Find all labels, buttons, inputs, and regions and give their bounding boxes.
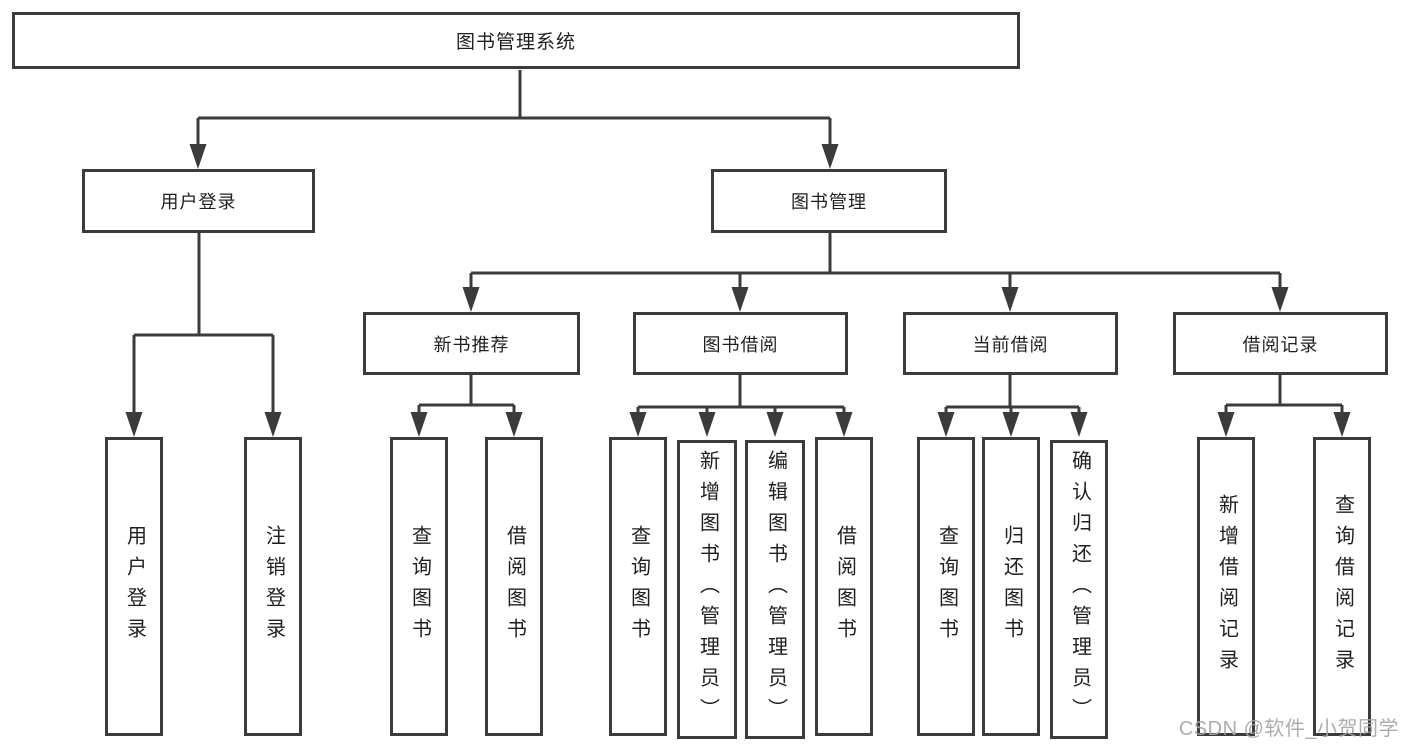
leaf-confirm-return-admin-label: 确认归还（管理员） <box>1068 450 1091 729</box>
node-library-system: 图书管理系统 <box>12 12 1020 69</box>
node-user-login: 用户登录 <box>82 169 315 233</box>
node-user-login-label: 用户登录 <box>160 192 237 212</box>
leaf-query-borrow-record: 查询借阅记录 <box>1313 437 1371 736</box>
node-book-management-label: 图书管理 <box>791 192 867 212</box>
leaf-newbook-borrow-books-label: 借阅图书 <box>503 524 526 649</box>
leaf-edit-books-admin-label: 编辑图书（管理员） <box>764 450 787 729</box>
node-current-borrowing: 当前借阅 <box>903 312 1118 375</box>
csdn-watermark: CSDN @软件_小贺同学 <box>1178 718 1399 740</box>
node-borrowing-records-label: 借阅记录 <box>1242 334 1319 355</box>
node-book-management: 图书管理 <box>711 169 947 233</box>
leaf-add-borrow-record: 新增借阅记录 <box>1197 437 1255 736</box>
node-library-system-label: 图书管理系统 <box>455 32 576 53</box>
leaf-return-books-label: 归还图书 <box>1000 524 1023 649</box>
leaf-borrowing-query-books: 查询图书 <box>609 437 667 736</box>
node-borrowing-records: 借阅记录 <box>1173 312 1388 375</box>
node-book-borrowing: 图书借阅 <box>633 312 848 375</box>
leaf-newbook-query-books-label: 查询图书 <box>408 524 431 649</box>
leaf-add-books-admin-label: 新增图书（管理员） <box>696 450 719 729</box>
leaf-logout-label: 注销登录 <box>262 524 285 649</box>
leaf-borrowing-query-books-label: 查询图书 <box>627 524 650 649</box>
leaf-add-books-admin: 新增图书（管理员） <box>677 440 737 739</box>
node-book-borrowing-label: 图书借阅 <box>702 334 779 355</box>
leaf-newbook-borrow-books: 借阅图书 <box>485 437 543 736</box>
node-new-book-recommend: 新书推荐 <box>363 312 580 375</box>
leaf-current-query-books-label: 查询图书 <box>935 524 958 649</box>
leaf-return-books: 归还图书 <box>982 437 1040 736</box>
leaf-edit-books-admin: 编辑图书（管理员） <box>745 440 805 739</box>
leaf-logout: 注销登录 <box>244 437 302 736</box>
leaf-confirm-return-admin: 确认归还（管理员） <box>1050 440 1108 739</box>
node-new-book-recommend-label: 新书推荐 <box>433 334 510 355</box>
leaf-user-login: 用户登录 <box>105 437 163 736</box>
leaf-current-query-books: 查询图书 <box>917 437 975 736</box>
leaf-query-borrow-record-label: 查询借阅记录 <box>1331 493 1354 680</box>
node-current-borrowing-label: 当前借阅 <box>972 334 1049 355</box>
leaf-newbook-query-books: 查询图书 <box>390 437 448 736</box>
leaf-borrowing-borrow-books: 借阅图书 <box>815 437 873 736</box>
leaf-borrowing-borrow-books-label: 借阅图书 <box>833 524 856 649</box>
leaf-add-borrow-record-label: 新增借阅记录 <box>1215 493 1238 680</box>
leaf-user-login-label: 用户登录 <box>123 524 146 649</box>
